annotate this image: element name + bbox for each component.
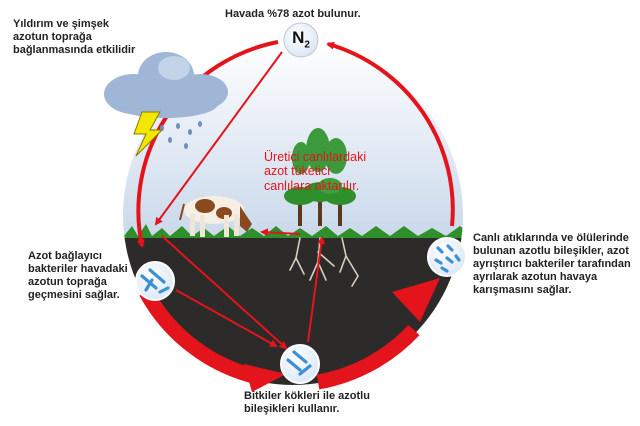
n2-symbol: N2 (286, 28, 316, 50)
arrow-roots-to-plant (307, 236, 326, 343)
label-lightning: Yıldırım ve şimşek azotun toprağa bağlan… (13, 18, 136, 56)
bacteria-icon-decomposers (427, 237, 467, 277)
arrow-plant-to-cow (260, 228, 301, 237)
cycle-arrows (136, 40, 455, 390)
label-plant-roots: Bitkiler kökleri ile azotlu bileşikleri … (244, 390, 370, 415)
cycle-arrowhead-roots (244, 364, 286, 392)
label-decomposer-bacteria: Canlı atıklarında ve ölülerinde bulunan … (473, 232, 631, 296)
arrow-cow-to-roots (161, 235, 288, 350)
root-icon (289, 237, 359, 287)
background-hills (292, 128, 347, 174)
cloud-icon (104, 52, 228, 118)
cow-icon (179, 196, 252, 237)
bacteria-icon-fixing (135, 261, 175, 301)
n2-symbol-subscript: 2 (304, 39, 310, 51)
n2-molecule-icon (283, 22, 319, 58)
label-air-nitrogen: Havada %78 azot bulunur. (225, 8, 361, 20)
tree-icon (284, 178, 356, 226)
cycle-arrow-soil-to-air (326, 41, 455, 227)
lightning-icon (133, 111, 164, 157)
label-nitrogen-fixing-bacteria: Azot bağlayıcı bakteriler havadaki azotu… (28, 250, 128, 301)
rain-drops (160, 121, 202, 149)
bacteria-icon-roots (280, 344, 320, 384)
cycle-arrow-fixing-to-roots (139, 288, 264, 386)
label-producer-to-consumer: Üretici canlılardaki azot tüketici canlı… (264, 150, 367, 193)
arrow-air-to-cow (154, 51, 283, 226)
cycle-arrowhead-decomposers (392, 278, 440, 322)
cycle-arrow-roots-to-decomposers (316, 324, 420, 390)
n2-symbol-base: N (292, 28, 305, 47)
arrow-fixing-to-roots (175, 289, 278, 347)
thin-arrows (154, 51, 326, 350)
